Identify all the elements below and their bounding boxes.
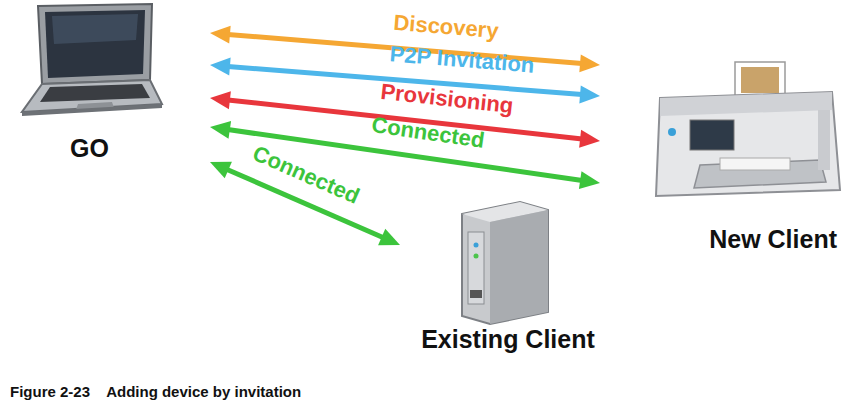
arrow-label: Connected [370,114,486,152]
arrow-label: Discovery [393,12,500,43]
figure-caption: Figure 2-23 Adding device by invitation [10,383,301,400]
device-label: New Client [600,226,855,254]
device-node: GO [10,2,210,164]
arrow-label: P2P Invitation [388,43,534,76]
device-node: New Client [600,50,855,255]
device-label: Existing Client [400,326,616,354]
device-label: GO [10,135,210,163]
arrow-label: Connected [250,142,363,208]
storage-device-illustration [462,202,548,324]
device-node: Existing Client [400,190,616,355]
printer-illustration [656,62,840,196]
laptop-illustration [22,4,162,116]
